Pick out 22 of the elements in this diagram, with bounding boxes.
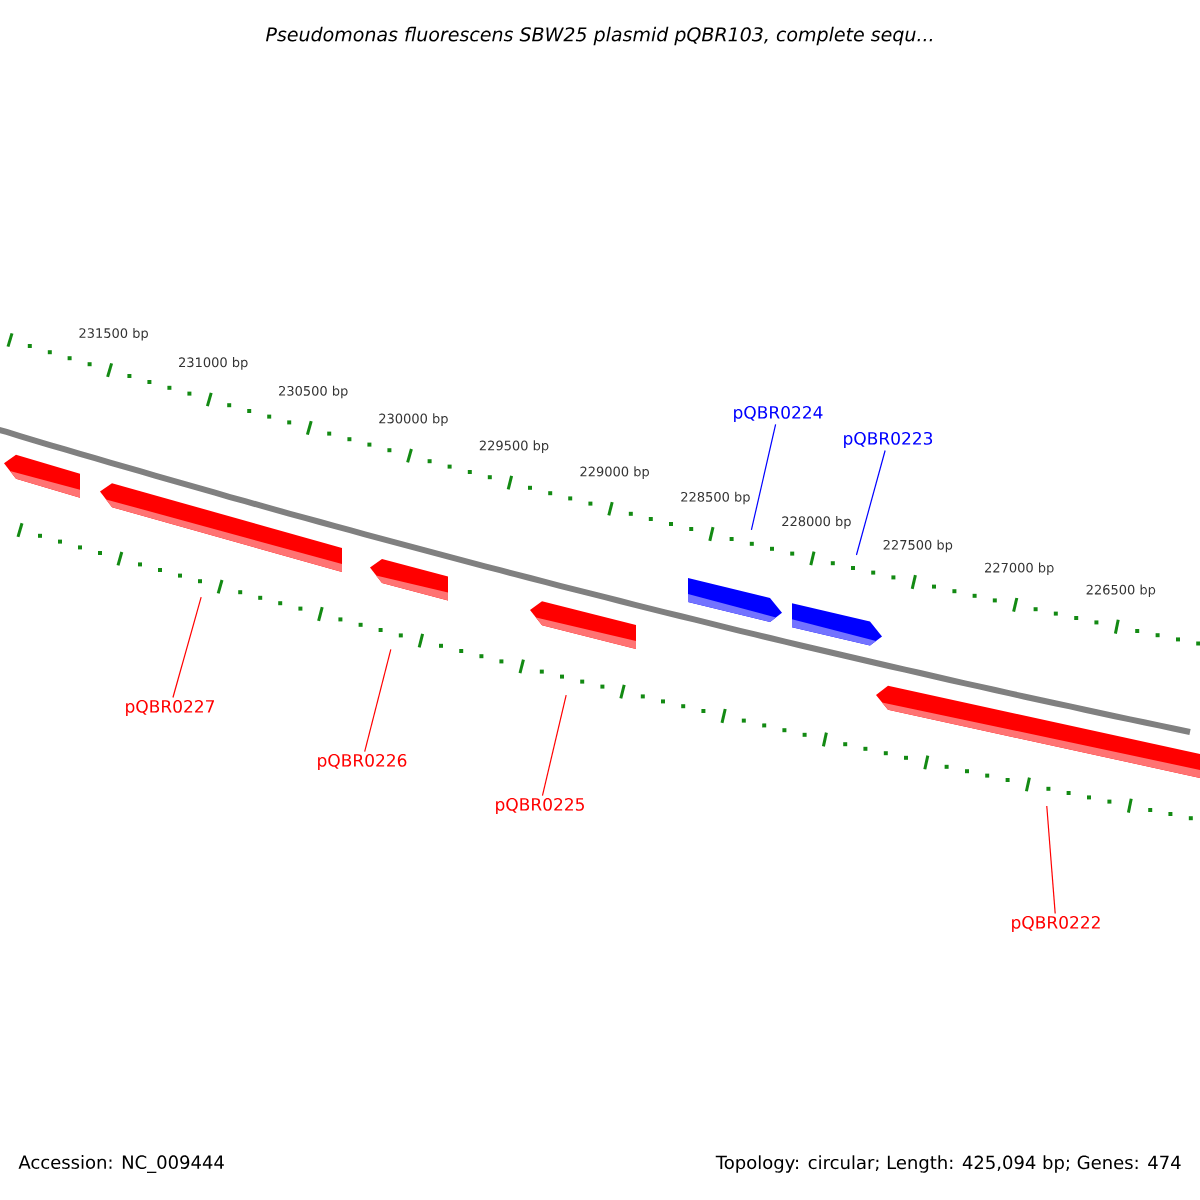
gene-label: pQBR0227 [126,699,214,717]
footer-text: Topology: circular; Length: 425,094 bp; Genes: 474 [715,1155,1181,1173]
gene-feature [688,578,782,622]
leader-line [855,449,886,556]
gene-label: pQBR0225 [496,797,584,815]
leader-line [750,423,777,531]
leader-line [364,648,392,753]
gene-feature [100,483,342,572]
title: Pseudomonas fluorescens SBW25 plasmid pQBR103, complete sequ... [266,26,933,46]
leader-line [1046,805,1056,915]
gene-label: pQBR0226 [318,753,407,771]
gene-feature [876,685,1200,780]
gene-feature [792,603,882,646]
leader-line [541,694,567,797]
gene-feature [370,559,448,601]
gene-label: pQBR0224 [734,405,823,423]
footer-text: Accession: NC_009444 [18,1155,224,1173]
gene-label: pQBR0223 [844,431,933,449]
gene-feature [530,601,636,649]
gene-label: pQBR0222 [1012,915,1100,933]
gene-feature [4,454,80,498]
leader-line [172,596,202,699]
